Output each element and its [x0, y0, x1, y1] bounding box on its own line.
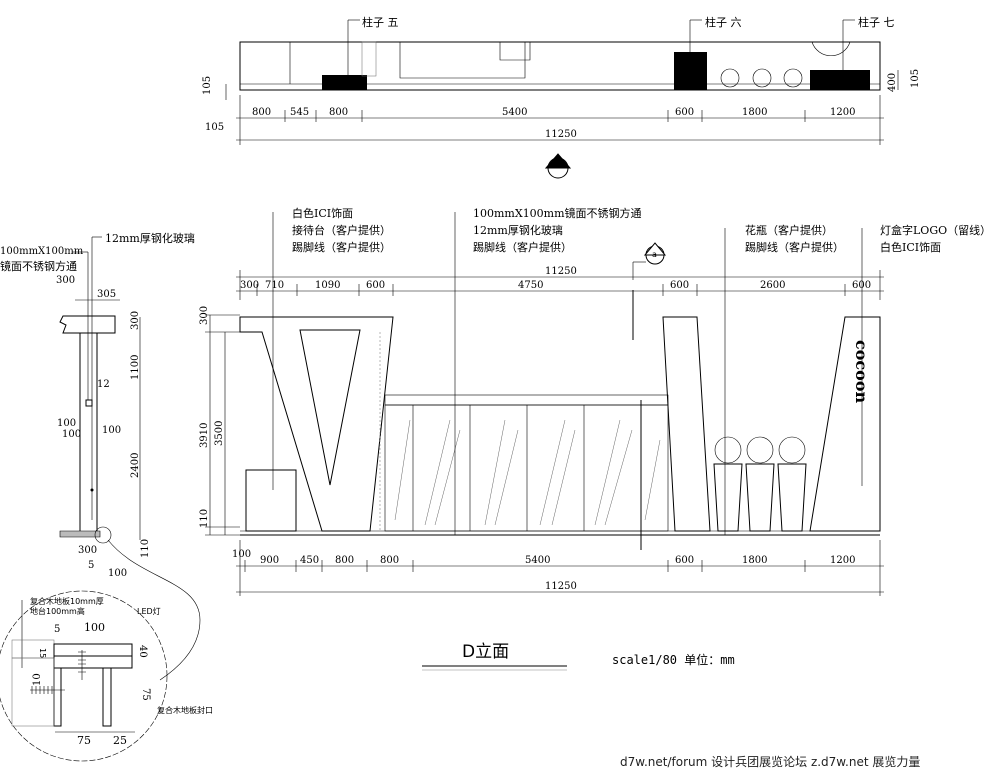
drawing-title: D立面	[462, 642, 509, 662]
dim-label: 100	[108, 568, 127, 579]
dim-label: 4750	[518, 280, 543, 291]
svg-text:a: a	[652, 250, 657, 259]
dim-total: 11250	[545, 581, 577, 592]
dim-label: 2600	[760, 280, 785, 291]
callout-text: 踢脚线（客户提供）	[745, 240, 844, 254]
dim-label: 5400	[502, 107, 527, 118]
callout-text: 复合木地板10mm厚	[30, 596, 104, 606]
dim-label: 800	[335, 555, 354, 566]
callout-text: 花瓶（客户提供）	[745, 223, 833, 237]
dim-label: 600	[670, 280, 689, 291]
dim-label: 5	[54, 624, 60, 635]
dim-label: 100	[57, 418, 76, 429]
dim-label: 100	[62, 429, 81, 440]
callout-text: 100mmX100mm	[0, 246, 84, 257]
dim-label: 900	[260, 555, 279, 566]
callout-text: 复合木地板封口	[157, 705, 213, 715]
callout-text: 镜面不锈钢方通	[0, 259, 77, 273]
title-block: D立面 scale1/80 单位：mm d7w.net/forum 设计兵团展览…	[422, 642, 920, 769]
glass-panels	[384, 404, 669, 532]
dim-label: 100	[102, 425, 121, 436]
column-five	[322, 75, 367, 90]
dim-label: 100	[84, 621, 105, 634]
scale-label: scale1/80 单位：mm	[612, 652, 735, 667]
dim-label: 2400	[130, 453, 141, 478]
elevation-view: 11250 300 710 1090 600 4750 600 2600 600…	[199, 206, 990, 596]
dim-label: 450	[300, 555, 319, 566]
callout-text: 灯盒字LOGO（留线）	[880, 223, 990, 237]
dim-label: 1200	[830, 107, 855, 118]
dim-label: 800	[252, 107, 271, 118]
dim-label: 300	[78, 545, 97, 556]
dim-total: 11250	[545, 266, 577, 277]
dim-label: 1800	[742, 555, 767, 566]
callout-text: LED灯	[137, 606, 161, 616]
detail-view: 复合木地板10mm厚 地台100mm高 LED灯 复合木地板封口 5 100 1…	[0, 590, 213, 762]
dim-label: 800	[329, 107, 348, 118]
dim-label: 600	[366, 280, 385, 291]
dim-label: 75	[140, 688, 151, 701]
dim-label: 300	[240, 280, 259, 291]
callout-text: 踢脚线（客户提供）	[473, 240, 572, 254]
reception-desk	[245, 469, 297, 532]
dim-label: 3910	[199, 423, 210, 448]
dim-label: 5	[88, 560, 94, 571]
column-six	[662, 316, 711, 532]
dim-label: 600	[675, 555, 694, 566]
column-label: 柱子 五	[362, 15, 399, 29]
dim-label: 75	[77, 734, 91, 747]
callout-text: 白色ICI饰面	[292, 206, 353, 220]
callout-text: 12mm厚钢化玻璃	[473, 223, 563, 237]
plan-view: 柱子 五 柱子 六 柱子 七 105 105 400 105 800 545 8…	[202, 15, 921, 179]
dim-label: 105	[910, 69, 921, 88]
column-label: 柱子 六	[705, 15, 742, 29]
dim-label: 1090	[315, 280, 340, 291]
column-seven	[809, 316, 881, 532]
section-marker-d: D	[544, 153, 572, 179]
v-shape-left	[239, 316, 394, 532]
plant-icons	[720, 68, 803, 88]
callout-text: 接待台（客户提供）	[292, 223, 391, 237]
dim-label: 300	[56, 275, 75, 286]
column-seven	[810, 70, 870, 90]
dim-label: 600	[675, 107, 694, 118]
dim-label: 300	[130, 311, 141, 330]
dim-label: 105	[205, 122, 224, 133]
svg-text:D: D	[554, 160, 560, 169]
column-label: 柱子 七	[858, 15, 895, 29]
section-view: 100mmX100mm 镜面不锈钢方通 12mm厚钢化玻璃 300 305 30…	[0, 231, 201, 681]
column-six	[674, 52, 707, 90]
dim-label: 600	[852, 280, 871, 291]
dim-label: 3500	[214, 421, 225, 446]
callout-text: 地台100mm高	[30, 606, 85, 616]
callout-text: 白色ICI饰面	[880, 240, 941, 254]
callout-text: 100mmX100mm镜面不锈钢方通	[473, 206, 642, 220]
dim-label: 305	[97, 289, 116, 300]
watermark: d7w.net/forum 设计兵团展览论坛 z.d7w.net 展览力量	[620, 754, 920, 769]
dim-label: 12	[97, 379, 110, 390]
dim-label: 5400	[525, 555, 550, 566]
dim-label: 710	[265, 280, 284, 291]
dim-label: 1800	[742, 107, 767, 118]
dim-label: 110	[140, 539, 151, 558]
dim-label: 15	[38, 648, 47, 658]
dim-label: 400	[887, 73, 898, 92]
dim-label: 100	[232, 549, 251, 560]
dim-label: 800	[380, 555, 399, 566]
vases	[713, 436, 807, 532]
callout-text: 12mm厚钢化玻璃	[105, 231, 195, 245]
section-marker-a: a	[632, 242, 667, 280]
dim-label: 25	[113, 734, 127, 747]
logo-sign: cocoon	[852, 340, 871, 404]
dim-total: 11250	[545, 129, 577, 140]
dim-label: 110	[199, 509, 210, 528]
dim-label: 10	[32, 673, 43, 686]
dim-label: 40	[137, 645, 148, 658]
dim-label: 1200	[830, 555, 855, 566]
dim-label: 1100	[130, 355, 141, 380]
dim-label: 300	[199, 306, 210, 325]
dim-label: 105	[202, 76, 213, 95]
callout-text: 踢脚线（客户提供）	[292, 240, 391, 254]
dim-label: 545	[290, 107, 309, 118]
